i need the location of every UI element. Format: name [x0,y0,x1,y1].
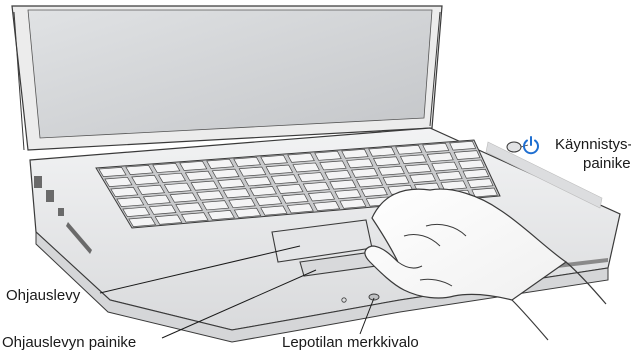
hand-illustration [364,188,607,341]
keyboard-key[interactable] [260,205,288,216]
trackpad-label: Ohjauslevy [6,287,81,304]
keyboard-key[interactable] [346,158,374,169]
keyboard-key[interactable] [307,191,336,202]
keyboard-key[interactable] [314,150,342,161]
sleep-indicator-label: Lepotilan merkkivalo [282,334,419,351]
keyboard-key[interactable] [116,196,145,207]
power-button-label-line2: painike [583,154,631,172]
keyboard-key[interactable] [201,200,230,211]
keyboard-key[interactable] [260,154,288,165]
keyboard-key[interactable] [341,148,369,159]
port-icon [34,176,42,188]
keyboard-key[interactable] [128,216,157,227]
keyboard-key[interactable] [355,177,384,188]
keyboard-key[interactable] [110,186,139,197]
keyboard-key[interactable] [466,178,494,188]
keyboard-key[interactable] [395,144,423,155]
keyboard-key[interactable] [228,198,256,209]
keyboard-key[interactable] [313,201,341,212]
keyboard-key[interactable] [238,166,267,177]
callout-line-trackpad [99,245,301,294]
keyboard-key[interactable] [270,174,299,185]
keyboard-key[interactable] [351,167,379,178]
keyboard-key[interactable] [249,186,277,197]
keyboard-key[interactable] [196,190,224,201]
port-icon [46,190,54,202]
keyboard-key[interactable] [302,181,331,192]
keyboard-key[interactable] [122,206,151,217]
keyboard-key[interactable] [458,159,485,170]
keyboard-key[interactable] [142,194,171,205]
keyboard-key[interactable] [334,189,362,200]
keyboard-key[interactable] [453,150,481,160]
keyboard-key[interactable] [184,170,213,181]
keyboard-key[interactable] [222,188,251,199]
keyboard-key[interactable] [244,176,272,187]
keyboard-key[interactable] [382,175,410,186]
keyboard-key[interactable] [329,179,357,190]
keyboard-key[interactable] [206,158,235,169]
keyboard-key[interactable] [158,172,187,183]
keyboard [95,139,501,229]
keyboard-key[interactable] [471,187,498,198]
keyboard-key[interactable] [181,212,209,223]
keyboard-key[interactable] [98,166,127,178]
keyboard-key[interactable] [319,160,347,171]
keyboard-key[interactable] [131,174,160,185]
keyboard-key[interactable] [152,162,181,173]
keyboard-key[interactable] [254,195,283,206]
power-button-label: Käynnistys- painike [555,136,631,174]
power-button-label-line1: Käynnistys- [555,136,631,153]
keyboard-key[interactable] [422,142,450,153]
keyboard-key[interactable] [449,140,477,151]
keyboard-key[interactable] [287,152,315,163]
keyboard-key[interactable] [265,164,294,175]
keyboard-key[interactable] [292,162,320,173]
keyboard-key[interactable] [163,182,192,193]
keyboard-key[interactable] [137,184,166,195]
keyboard-key[interactable] [233,207,262,218]
keyboard-key[interactable] [339,198,367,209]
keyboard-key[interactable] [211,168,240,179]
keyboard-key[interactable] [190,180,219,191]
sleep-indicator-light [341,293,380,303]
port-icon [58,208,64,216]
keyboard-key[interactable] [426,152,454,162]
card-slot-icon [66,222,92,254]
keyboard-key[interactable] [169,192,198,203]
keyboard-key[interactable] [399,154,427,165]
keyboard-key[interactable] [462,168,490,179]
display-lid [11,5,443,151]
keyboard-key[interactable] [217,178,246,189]
callout-line-trackpad-button [161,269,317,339]
keyboard-key[interactable] [286,203,314,214]
keyboard-key[interactable] [175,202,204,213]
keyboard-key[interactable] [297,172,325,183]
keyboard-key[interactable] [431,161,459,172]
keyboard-key[interactable] [440,180,468,191]
keyboard-key[interactable] [148,204,177,215]
keyboard-key[interactable] [409,173,437,183]
power-icon [523,136,539,155]
keyboard-key[interactable] [368,146,396,157]
callout-line-sleep-indicator [359,297,375,335]
keyboard-key[interactable] [324,170,352,180]
keyboard-key[interactable] [233,156,262,167]
keyboard-key[interactable] [104,176,133,187]
keyboard-key[interactable] [276,183,304,194]
keyboard-key[interactable] [154,214,183,225]
power-button[interactable] [506,141,529,153]
keyboard-key[interactable] [179,160,208,171]
keyboard-key[interactable] [404,163,432,174]
callout-lines [99,245,375,339]
keyboard-key[interactable] [360,187,388,197]
keyboard-key[interactable] [435,171,463,181]
keyboard-key[interactable] [281,193,309,204]
keyboard-key[interactable] [125,164,154,175]
trackpad-button-label: Ohjauslevyn painike [2,334,137,351]
keyboard-key[interactable] [377,165,405,176]
keyboard-key[interactable] [207,210,235,221]
keyboard-key[interactable] [372,156,401,167]
